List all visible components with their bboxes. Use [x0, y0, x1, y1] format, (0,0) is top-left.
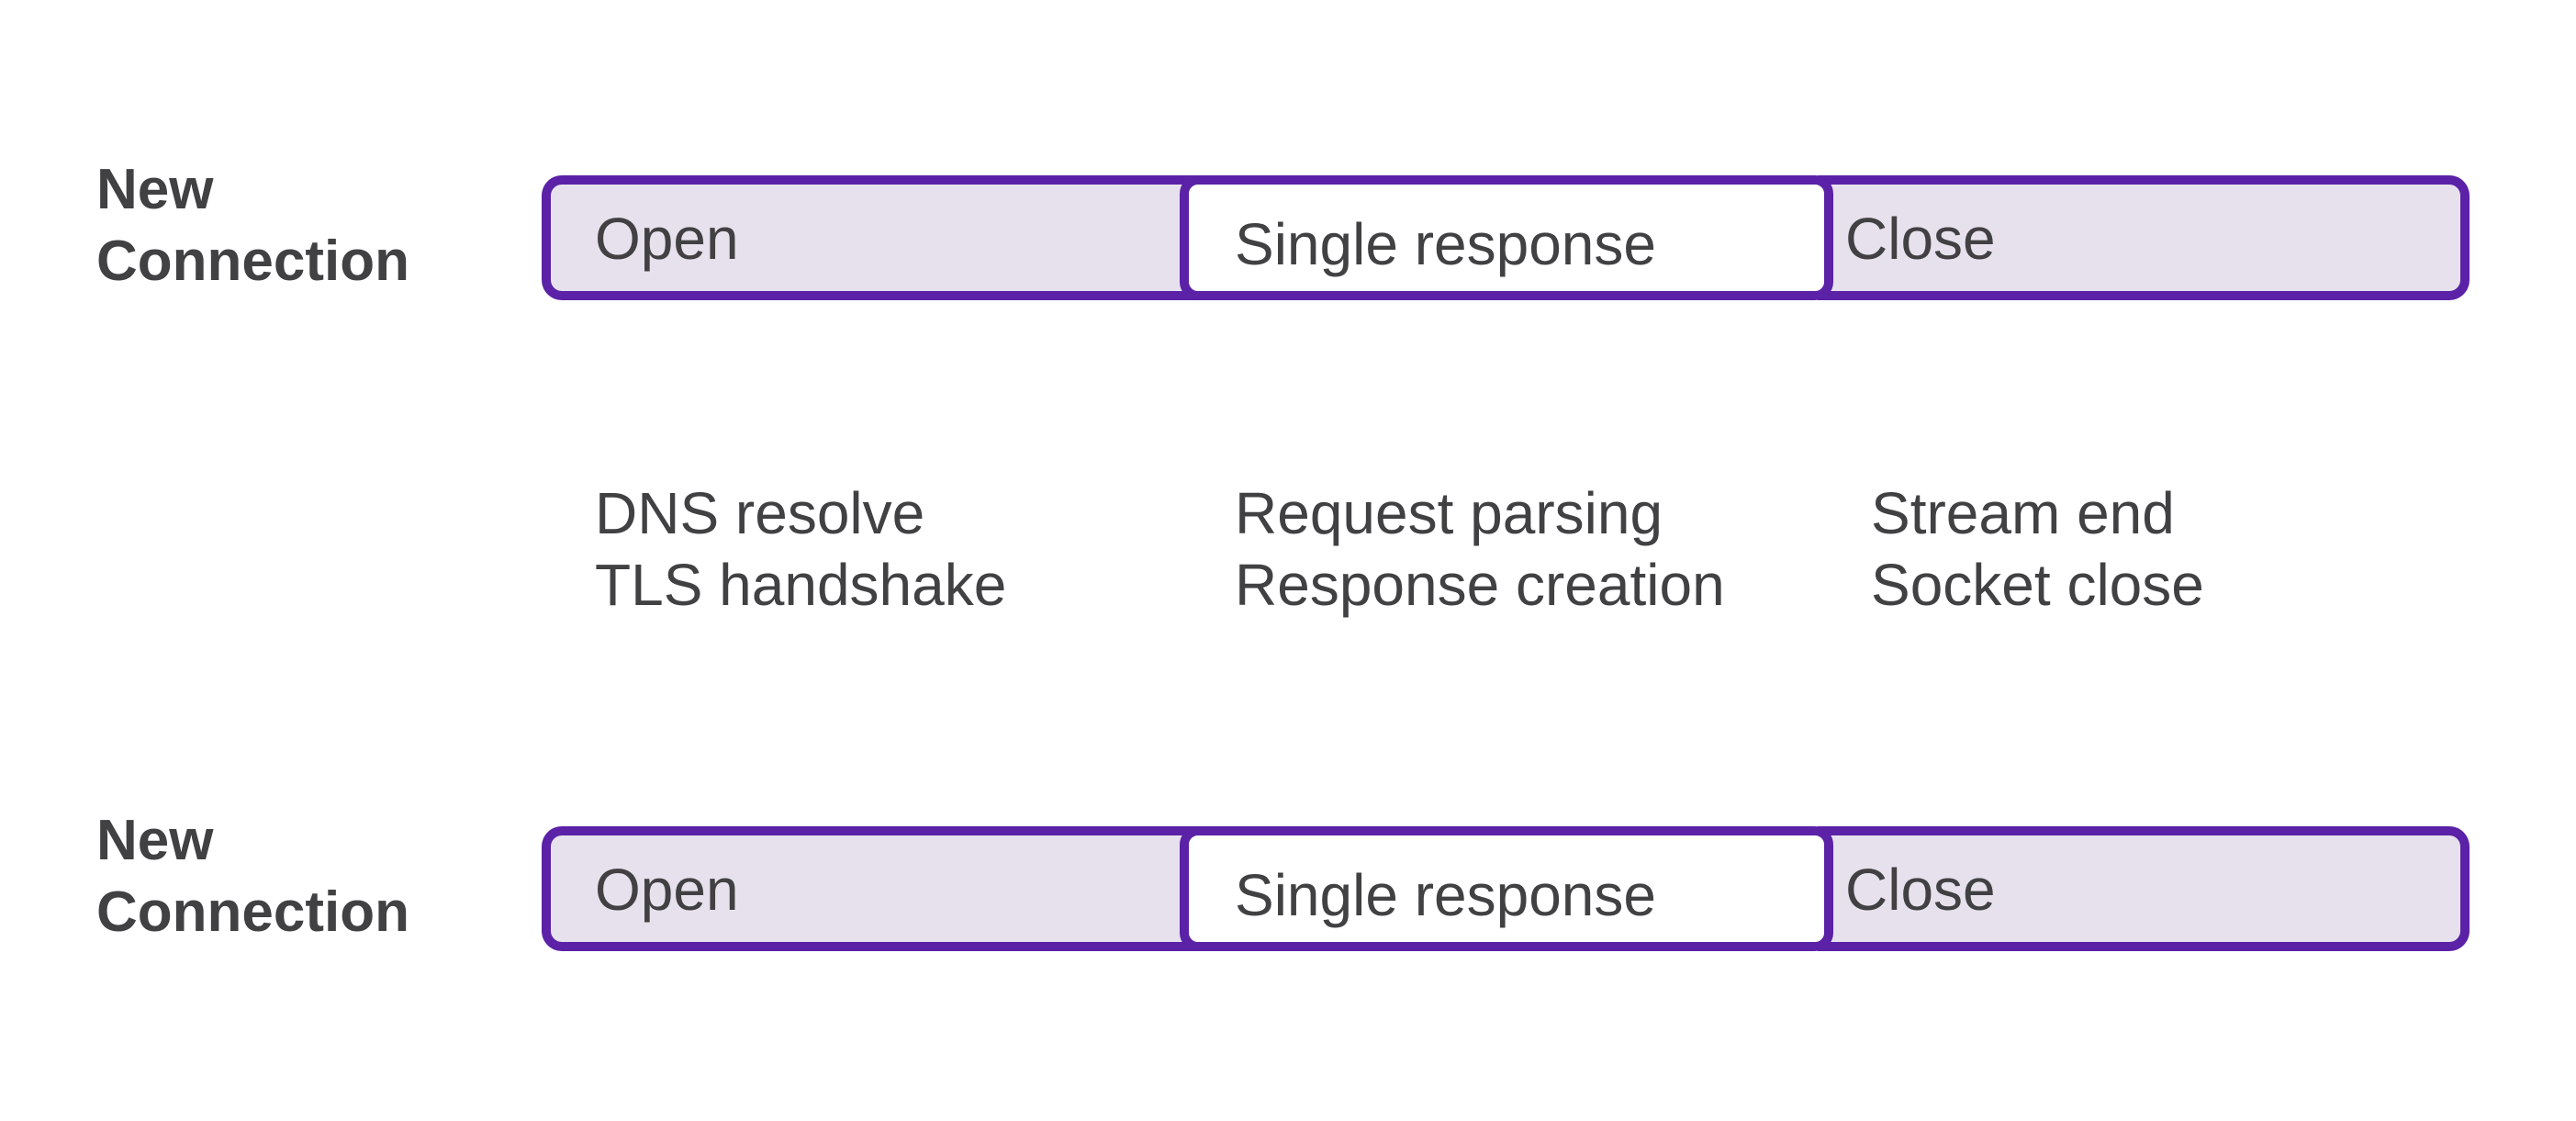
close-detail-2: Socket close: [1871, 552, 2204, 618]
row-1-open-segment: Open: [542, 175, 1203, 300]
open-detail-2: TLS handshake: [595, 552, 1007, 618]
row-1-single-response-segment: Single response: [1180, 175, 1833, 300]
row-1-label: New Connection: [96, 154, 464, 297]
row-2-label-line2: Connection: [96, 880, 409, 944]
open-details: DNS resolve TLS handshake: [595, 477, 1006, 621]
row-2-single-response-label: Single response: [1235, 862, 1656, 928]
close-details: Stream end Socket close: [1871, 477, 2204, 621]
single-response-detail-2: Response creation: [1235, 552, 1725, 618]
row-2-open-segment: Open: [542, 826, 1203, 951]
row-2-open-label: Open: [595, 857, 739, 923]
row-2-single-response-segment: Single response: [1180, 826, 1833, 951]
row-1-close-label: Close: [1845, 206, 1996, 272]
row-1-label-line2: Connection: [96, 230, 409, 293]
single-response-detail-1: Request parsing: [1235, 480, 1663, 546]
close-detail-1: Stream end: [1871, 480, 2175, 546]
row-1-close-segment: Close: [1818, 175, 2470, 300]
single-response-details: Request parsing Response creation: [1235, 477, 1725, 621]
row-1-label-line1: New: [96, 158, 214, 221]
row-2-close-label: Close: [1845, 857, 1996, 923]
row-1-single-response-label: Single response: [1235, 211, 1656, 277]
row-2-close-segment: Close: [1818, 826, 2470, 951]
row-2-connection-bar: Open Close Single response: [542, 826, 2470, 951]
open-detail-1: DNS resolve: [595, 480, 925, 546]
row-2-label-line1: New: [96, 809, 214, 872]
row-1-connection-bar: Open Close Single response: [542, 175, 2470, 300]
row-2-label: New Connection: [96, 805, 464, 948]
row-1-open-label: Open: [595, 206, 739, 272]
